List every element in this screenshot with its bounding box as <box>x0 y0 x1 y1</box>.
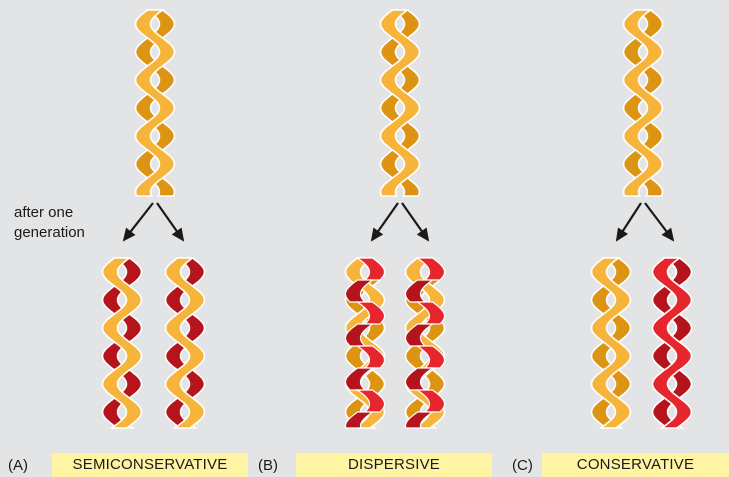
dna-strand-back <box>622 9 664 197</box>
dna-strand-front <box>101 257 143 429</box>
dispersive-label: DISPERSIVE <box>296 453 492 477</box>
dna-new-segment <box>415 301 446 325</box>
parent-helix-2 <box>379 9 421 197</box>
panel-a-letter: (A) <box>8 457 28 474</box>
parent-helix-1 <box>134 9 176 197</box>
arrow-layer <box>122 202 675 242</box>
dna-strand-back <box>134 9 176 197</box>
panel-c-letter: (C) <box>512 457 533 474</box>
daughter-helix-b1 <box>344 257 386 429</box>
dna-strand-front <box>590 257 632 429</box>
daughter-helix-c2 <box>651 257 693 429</box>
dna-strand-front <box>651 257 693 429</box>
panel-b-letter: (B) <box>258 457 278 474</box>
dna-strand-back <box>379 9 421 197</box>
dna-new-segment <box>415 345 446 369</box>
dna-new-segment <box>355 257 386 281</box>
dna-strand-front <box>622 9 664 197</box>
daughter-helix-c1 <box>590 257 632 429</box>
semiconservative-label: SEMICONSERVATIVE <box>52 453 248 477</box>
dna-strand-front <box>164 257 206 429</box>
dna-new-segment <box>355 345 386 369</box>
parent-helix-3 <box>622 9 664 197</box>
dna-new-segment <box>355 301 386 325</box>
arrow-left-2 <box>370 202 399 242</box>
arrow-left-1 <box>122 202 154 242</box>
arrow-right-3 <box>644 202 675 242</box>
daughter-helix-a1 <box>101 257 143 429</box>
arrow-right-2 <box>401 202 430 242</box>
dna-new-segment <box>415 389 446 413</box>
dna-strand-front <box>134 9 176 197</box>
arrow-left-3 <box>615 202 642 242</box>
daughter-helix-b2 <box>404 257 446 429</box>
daughter-helix-a2 <box>164 257 206 429</box>
dna-new-segment <box>404 411 434 429</box>
dna-new-segment <box>355 389 386 413</box>
after-one-generation-label: after one generation <box>14 204 85 241</box>
arrow-right-1 <box>156 202 185 242</box>
conservative-label: CONSERVATIVE <box>542 453 729 477</box>
helix-layer <box>101 9 693 429</box>
dna-new-segment <box>344 411 374 429</box>
dna-new-segment <box>415 257 446 281</box>
dna-strand-front <box>379 9 421 197</box>
